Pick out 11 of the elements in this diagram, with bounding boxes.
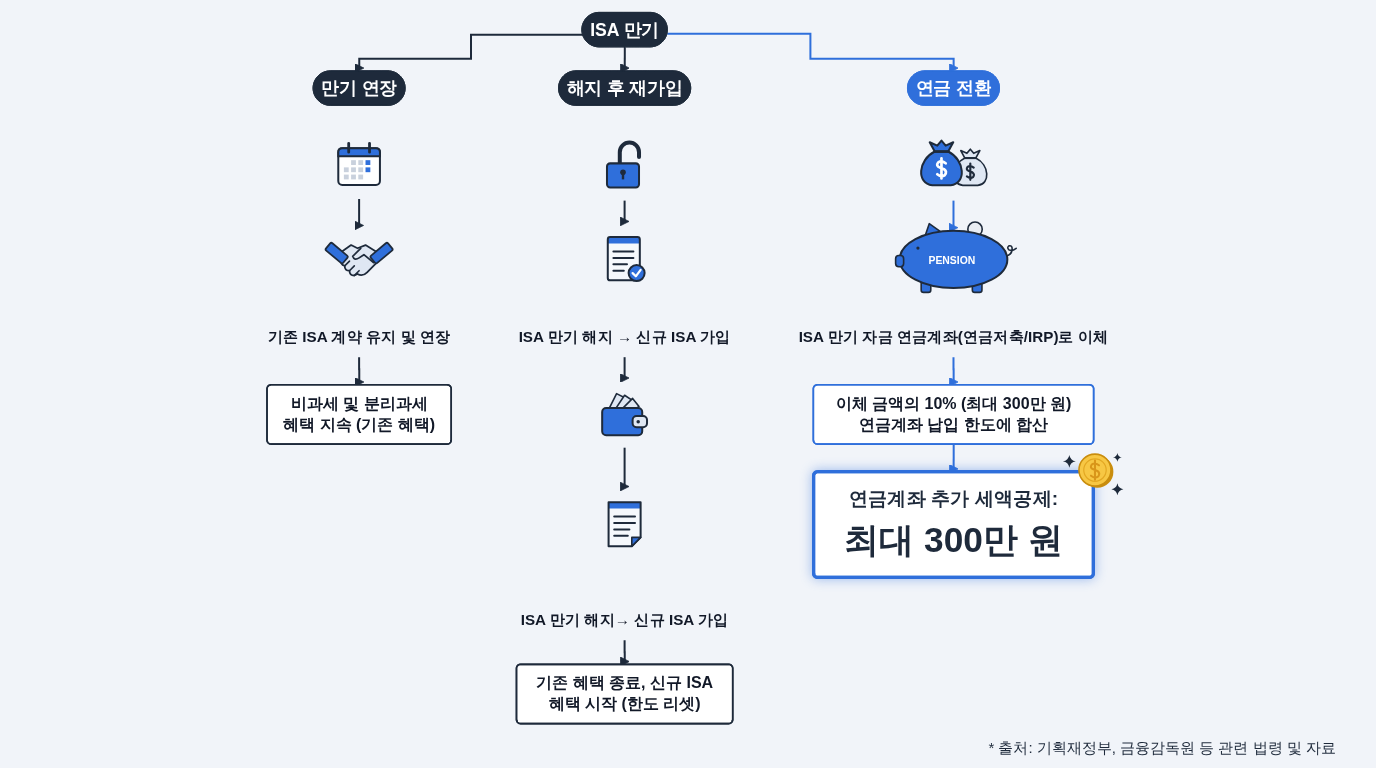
arrow bbox=[354, 198, 364, 231]
arrow bbox=[619, 199, 630, 227]
node-text: ISA 만기 자금 연금계좌(연금저축/IRP)로 이체 bbox=[798, 328, 1109, 346]
source-note: * 출처: 기획재정부, 금융감독원 등 관련 법령 및 자료 bbox=[988, 739, 1336, 758]
node-ellipse: PENSION bbox=[898, 229, 1009, 290]
arrow bbox=[948, 199, 959, 233]
node-text: ISA 만기 해지→ 신규 ISA 가입 bbox=[520, 611, 729, 629]
node-text: ISA 만기 해지 → 신규 ISA 가입 bbox=[518, 328, 731, 346]
arrow bbox=[619, 446, 630, 492]
arrow bbox=[619, 356, 630, 383]
node-text: 기존 ISA 계약 유지 및 연장 bbox=[267, 328, 451, 346]
